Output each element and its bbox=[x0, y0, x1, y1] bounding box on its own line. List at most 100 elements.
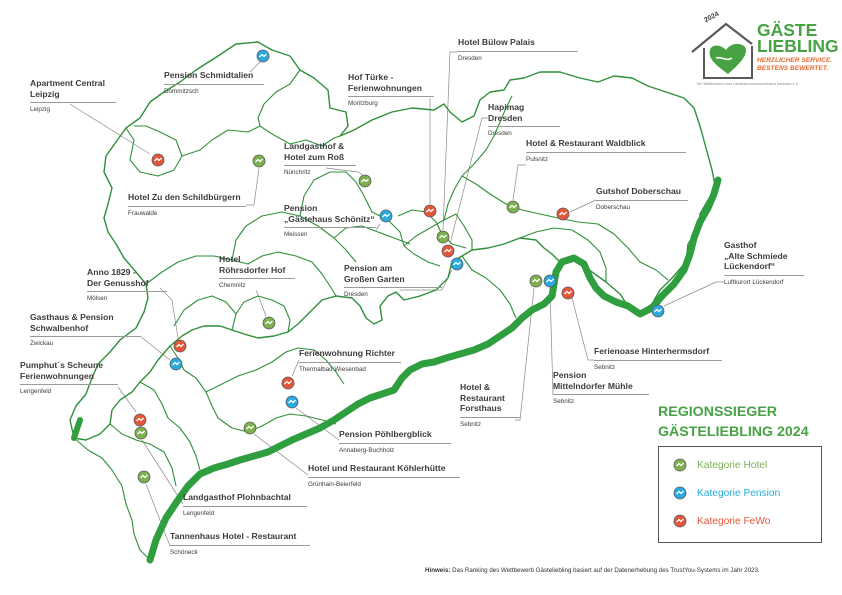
hotel-pin-icon[interactable] bbox=[436, 230, 450, 244]
connector-line bbox=[375, 223, 381, 231]
regionssieger-heading: REGIONSSIEGER GÄSTELIEBLING 2024 bbox=[658, 404, 809, 440]
place-name: Hotel & Restaurant Forsthaus bbox=[460, 382, 520, 418]
legend-item-hotel: Kategorie Hotel bbox=[673, 457, 767, 473]
legend-item-fewo: Kategorie FeWo bbox=[673, 513, 770, 529]
place-name: Landgasthof & Hotel zum Roß bbox=[284, 141, 356, 166]
place-location: Sebnitz bbox=[460, 420, 482, 428]
place-name: Ferienwohnung Richter bbox=[299, 348, 401, 363]
place-label: Pension „Gästehaus Schönitz“Meissen bbox=[284, 203, 376, 238]
place-name: Hapimag Dresden bbox=[488, 102, 560, 127]
connector-line bbox=[449, 117, 488, 245]
hotel-pin-icon[interactable] bbox=[358, 174, 372, 188]
place-name: Landgasthof Plohnbachtal bbox=[183, 492, 307, 507]
pension-pin-icon[interactable] bbox=[256, 49, 270, 63]
place-name: Tannenhaus Hotel - Restaurant bbox=[170, 531, 310, 546]
place-name: Pension Mittelndorfer Mühle bbox=[553, 370, 649, 395]
place-location: Pulsnitz bbox=[526, 155, 549, 163]
place-name: Gasthof „Alte Schmiede Lückendorf“ bbox=[724, 240, 804, 276]
pension-pin-icon bbox=[673, 486, 687, 500]
connector-line bbox=[571, 297, 594, 361]
hotel-pin-icon[interactable] bbox=[134, 426, 148, 440]
place-location: Zwickau bbox=[30, 340, 54, 347]
legend-label-hotel: Kategorie Hotel bbox=[697, 459, 768, 471]
connector-line bbox=[246, 167, 260, 206]
connector-line bbox=[291, 359, 300, 377]
connector-line bbox=[253, 433, 309, 476]
connector-line bbox=[117, 386, 137, 413]
place-name: Apartment Central Leipzig bbox=[30, 78, 116, 103]
fewo-pin-icon[interactable] bbox=[173, 339, 187, 353]
hotel-pin-icon[interactable] bbox=[252, 154, 266, 168]
connector-line bbox=[442, 51, 458, 231]
place-name: Hotel Röhrsdorfer Hof bbox=[219, 254, 295, 279]
place-name: Pension „Gästehaus Schönitz“ bbox=[284, 203, 376, 228]
fewo-pin-icon[interactable] bbox=[423, 204, 437, 218]
legend-item-pension: Kategorie Pension bbox=[673, 485, 780, 501]
pension-pin-icon[interactable] bbox=[543, 274, 557, 288]
place-name: Gasthaus & Pension Schwalbenhof bbox=[30, 312, 140, 337]
place-name: Pension Pöhlbergblick bbox=[339, 429, 451, 444]
hotel-pin-icon[interactable] bbox=[137, 470, 151, 484]
legend-label-fewo: Kategorie FeWo bbox=[697, 515, 771, 527]
place-location: Dresden bbox=[344, 291, 368, 298]
connector-line bbox=[325, 167, 365, 177]
place-location: Thermalbad Wiesenbad bbox=[299, 365, 366, 373]
pension-pin-icon[interactable] bbox=[169, 357, 183, 371]
fewo-pin-icon[interactable] bbox=[561, 286, 575, 300]
place-location: Leipzig bbox=[30, 106, 50, 113]
place-location: Sebnitz bbox=[594, 363, 616, 371]
place-location: Chemnitz bbox=[219, 282, 246, 289]
place-name: Pumphut´s Scheune Ferienwohnungen bbox=[20, 360, 118, 385]
footnote-prefix: Hinweis: bbox=[425, 567, 451, 574]
pension-pin-icon[interactable] bbox=[450, 257, 464, 271]
place-location: Dresden bbox=[458, 54, 482, 62]
fewo-pin-icon[interactable] bbox=[281, 376, 295, 390]
connector-line bbox=[663, 281, 724, 307]
legend-label-pension: Kategorie Pension bbox=[697, 487, 781, 499]
fewo-pin-icon[interactable] bbox=[556, 207, 570, 221]
pension-pin-icon[interactable] bbox=[379, 209, 393, 223]
place-name: Hotel & Restaurant Waldblick bbox=[526, 138, 686, 153]
logo-subline: Ein Wettbewerb vom Landestourismusverban… bbox=[697, 82, 799, 86]
place-name: Hof Türke - Ferienwohnungen bbox=[348, 72, 434, 97]
place-location: Luftkurort Lückendorf bbox=[724, 278, 784, 286]
logo-tagline: HERZLICHER SERVICE. BESTENS BEWERTET. bbox=[757, 57, 833, 72]
place-location: Mölsen bbox=[87, 295, 108, 302]
hotel-pin-icon[interactable] bbox=[506, 200, 520, 214]
hotel-pin-icon[interactable] bbox=[243, 421, 257, 435]
pension-pin-icon[interactable] bbox=[285, 395, 299, 409]
pension-pin-icon[interactable] bbox=[651, 304, 665, 318]
czech-border bbox=[146, 176, 722, 564]
hotel-pin-icon[interactable] bbox=[529, 274, 543, 288]
place-name: Gutshof Doberschau bbox=[596, 186, 688, 201]
fewo-pin-icon[interactable] bbox=[133, 413, 147, 427]
fewo-pin-icon[interactable] bbox=[151, 153, 165, 167]
place-name: Ferienoase Hinterhermsdorf bbox=[594, 346, 722, 361]
place-location: Lengenfeld bbox=[183, 509, 215, 517]
place-name: Hotel und Restaurant Köhlerhütte bbox=[308, 463, 460, 478]
fewo-pin-icon[interactable] bbox=[441, 244, 455, 258]
hotel-pin-icon[interactable] bbox=[262, 316, 276, 330]
connector-line bbox=[249, 59, 263, 73]
place-location: Dresden bbox=[488, 130, 512, 137]
connector-line bbox=[295, 407, 340, 441]
place-name: Hotel Bülow Palais bbox=[458, 37, 578, 52]
connector-line bbox=[549, 287, 554, 396]
place-location: Frauwalde bbox=[128, 209, 158, 217]
place-location: Schöneck bbox=[170, 548, 198, 556]
